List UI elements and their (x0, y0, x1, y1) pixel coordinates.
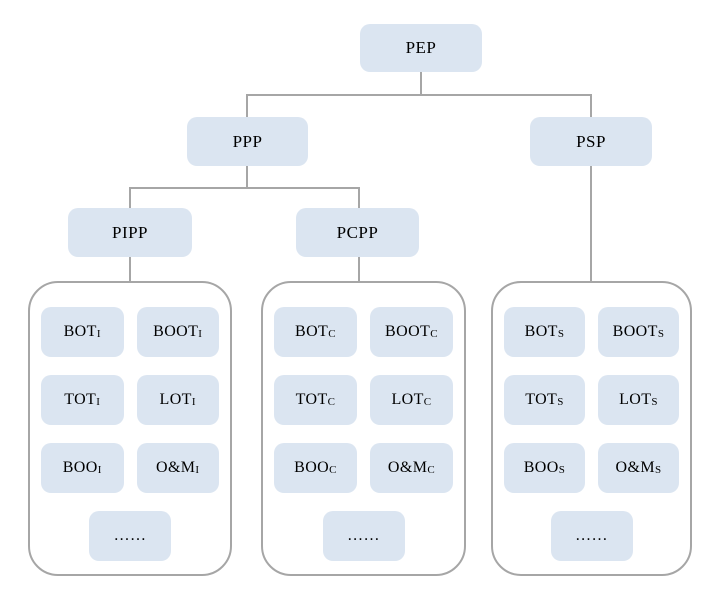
cell-label: BOT (295, 323, 329, 340)
cell-label: …… (347, 527, 380, 544)
cell-label: O&M (155, 459, 196, 476)
cell-label: LOT (391, 391, 424, 408)
cell-label: TOT (525, 391, 558, 408)
connector-pipp-group-drop (129, 257, 131, 281)
connector-pcpp-group-drop (358, 257, 360, 281)
group-row: …… (504, 511, 679, 561)
connector-psp-group-drop (590, 166, 592, 281)
cell-label: BOT (524, 323, 558, 340)
cell-label: TOT (64, 391, 97, 408)
cell-label: TOT (295, 391, 328, 408)
model-cell-ellipsis: …… (550, 511, 633, 561)
cell-label: BOOT (385, 323, 431, 340)
cell-label: BOOT (153, 323, 199, 340)
cell-label: …… (113, 527, 147, 544)
cell-label: …… (575, 527, 608, 544)
node-pcpp: PCPP (296, 208, 419, 257)
model-cell-ellipsis: …… (89, 511, 171, 561)
cell-label: LOT (619, 391, 652, 408)
node-ppp: PPP (187, 117, 308, 166)
cell-label: BOT (63, 323, 97, 340)
connector-pcpp-drop (358, 187, 360, 208)
node-pep: PEP (360, 24, 482, 72)
model-cell-ellipsis: …… (322, 511, 405, 561)
group-row: …… (274, 511, 453, 561)
cell-label: BOOT (612, 323, 658, 340)
node-psp: PSP (530, 117, 652, 166)
cell-label: O&M (387, 459, 428, 476)
connector-ppp-drop (246, 94, 248, 117)
cell-label: O&M (615, 459, 655, 476)
connector-pipp-drop (129, 187, 131, 208)
node-pipp: PIPP (68, 208, 192, 257)
connector-ppp-stem (246, 166, 248, 189)
cell-label: BOO (523, 459, 559, 476)
connector-psp-drop (590, 94, 592, 117)
connector-level2-horizontal (129, 187, 360, 189)
cell-label: BOO (294, 459, 330, 476)
cell-label: BOO (62, 459, 98, 476)
cell-label: LOT (159, 391, 192, 408)
connector-level1-horizontal (246, 94, 592, 96)
connector-pep-stem (420, 72, 422, 95)
group-row: …… (41, 511, 219, 561)
